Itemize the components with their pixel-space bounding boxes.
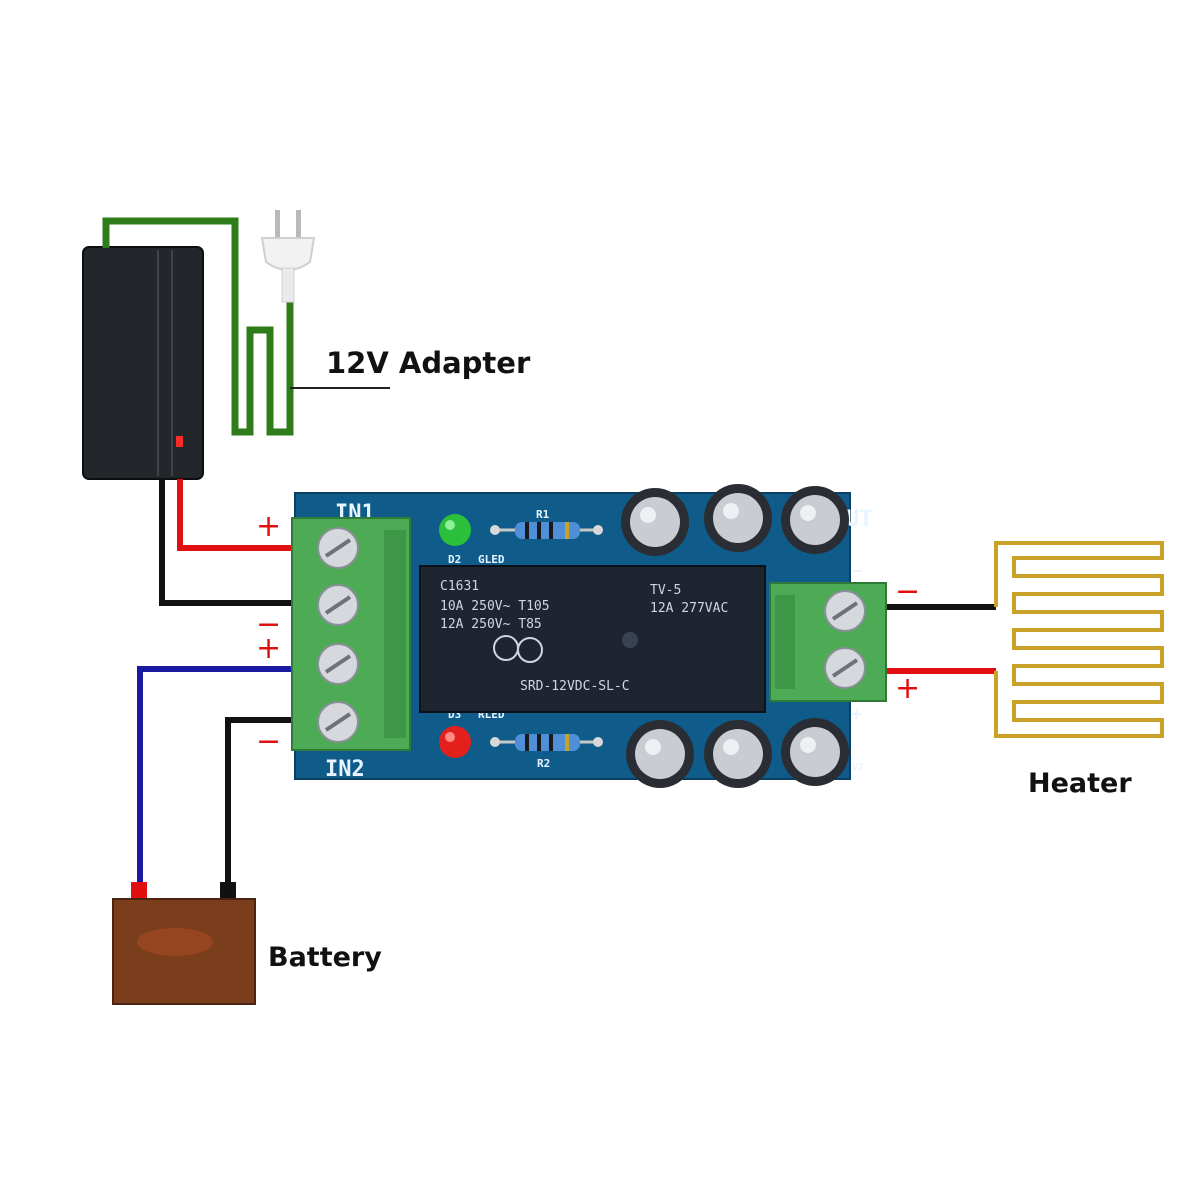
- adapter-positive-wire: [177, 479, 292, 551]
- relay-text-3: 12A 250V~ T85: [440, 617, 542, 632]
- terminal-screw-in2-minus: [317, 701, 359, 743]
- capacitor-top-2-icon: [704, 484, 772, 552]
- wall-plug-icon: [260, 210, 316, 303]
- adapter-label: 12V Adapter: [326, 346, 531, 380]
- resistor-r1-icon: [490, 522, 603, 539]
- capacitor-bottom-1-icon: [626, 720, 694, 788]
- d2-silkscreen: D2: [448, 553, 461, 566]
- capacitor-bottom-2-icon: [704, 720, 772, 788]
- relay-text-1: C1631: [440, 579, 479, 594]
- terminal-screw-in2-plus: [317, 643, 359, 685]
- out-minus-sign: −: [895, 574, 920, 609]
- relay-cqc-icon: [517, 637, 543, 663]
- adapter-led-icon: [176, 436, 183, 447]
- resistor-r2-icon: [490, 734, 603, 751]
- r2-silkscreen: R2: [537, 757, 550, 770]
- battery-label: Battery: [268, 942, 382, 973]
- red-led-icon: [439, 726, 471, 758]
- relay-text-4: SRD-12VDC-SL-C: [520, 679, 630, 694]
- out-silkscreen: UT: [846, 507, 873, 532]
- input-terminal-block: [291, 517, 411, 751]
- battery-positive-wire: [137, 666, 292, 885]
- out-plus-sign: +: [895, 671, 920, 706]
- heater-label: Heater: [1028, 768, 1132, 799]
- battery-negative-wire: [225, 717, 292, 885]
- r1-silkscreen: R1: [536, 508, 550, 521]
- output-terminal-block: [769, 582, 887, 702]
- out-minus-silkscreen: −: [853, 561, 863, 580]
- capacitor-top-3-icon: [781, 486, 849, 554]
- capacitor-top-1-icon: [621, 488, 689, 556]
- battery-icon: [112, 882, 256, 1005]
- in2-minus-sign: −: [256, 724, 281, 759]
- terminal-screw-in1-plus: [317, 527, 359, 569]
- relay-text-5: 12A 277VAC: [650, 601, 728, 616]
- adapter-negative-wire: [159, 479, 292, 606]
- in1-plus-sign: +: [256, 509, 281, 544]
- in1-minus-sign: −: [256, 607, 281, 642]
- capacitor-bottom-3-icon: [781, 718, 849, 786]
- terminal-screw-in1-minus: [317, 584, 359, 626]
- relay-board: IN1 IN2 UT V2 D2 GLED D3 RLED R1: [291, 484, 887, 788]
- relay-text-6: TV-5: [650, 583, 681, 598]
- in2-plus-sign: +: [256, 631, 281, 666]
- battery-positive-terminal: [131, 882, 147, 899]
- power-adapter: [82, 246, 204, 480]
- adapter-power-cord: [102, 217, 294, 436]
- terminal-screw-out-plus: [824, 647, 866, 689]
- v2-silkscreen: V2: [852, 762, 864, 773]
- heater-element-icon: [994, 541, 1164, 738]
- relay-text-2: 10A 250V~ T105: [440, 599, 550, 614]
- terminal-screw-out-minus: [824, 590, 866, 632]
- gled-silkscreen: GLED: [478, 553, 505, 566]
- out-plus-silkscreen: +: [851, 704, 862, 725]
- relay: C1631 10A 250V~ T105 12A 250V~ T85 SRD-1…: [419, 565, 766, 713]
- in2-silkscreen: IN2: [325, 757, 365, 782]
- battery-negative-terminal: [220, 882, 236, 899]
- green-led-icon: [439, 514, 471, 546]
